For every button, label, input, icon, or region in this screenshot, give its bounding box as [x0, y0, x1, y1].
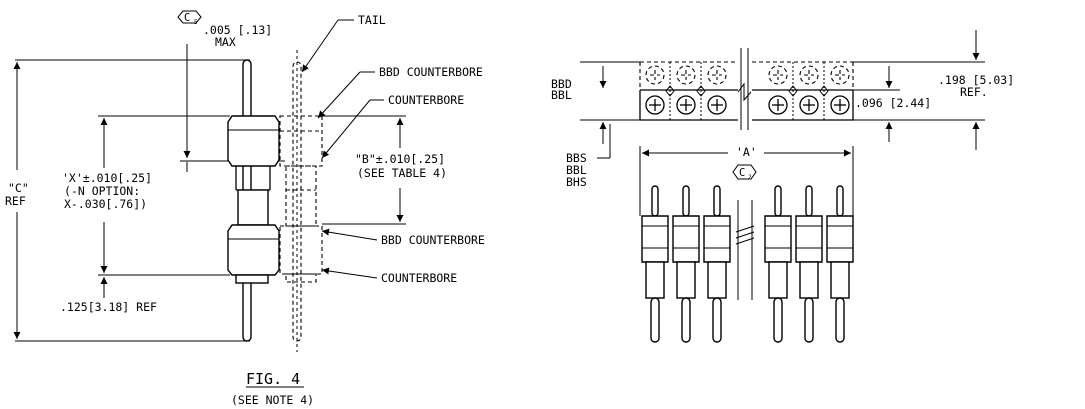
x-option-label: (-N OPTION: — [64, 184, 140, 198]
top-contact — [707, 65, 727, 115]
front-break-zigzag — [735, 225, 755, 245]
front-view-contacts — [641, 185, 854, 343]
tail-label: TAIL — [358, 13, 386, 27]
front-contact — [826, 185, 854, 343]
cb-bottom-leader — [321, 267, 378, 279]
c5-subscript: 5 — [194, 19, 198, 26]
c5-symbol-text: C — [184, 12, 190, 24]
bhs-label: BHS — [566, 175, 587, 189]
c-dim-label: "C" — [8, 181, 29, 195]
front-break-lines — [737, 200, 753, 300]
tail-leader — [301, 19, 339, 73]
counterbore-bottom-label: COUNTERBORE — [381, 271, 457, 285]
front-contact — [672, 185, 700, 343]
bbl-top-label: BBL — [551, 88, 572, 102]
top-contact — [830, 65, 850, 115]
front-contact — [764, 185, 792, 343]
c2-symbol: C 2 — [732, 164, 757, 181]
figure-note: (SEE NOTE 4) — [231, 393, 314, 407]
x-option-value: X-.030[.76]) — [64, 197, 147, 211]
bbd-counterbore-bottom-label: BBD COUNTERBORE — [381, 233, 485, 247]
cb-top-leader — [321, 99, 371, 159]
counterbore-top-label: COUNTERBORE — [388, 93, 464, 107]
figure-title: FIG. 4 — [246, 370, 300, 388]
bbd-cb-bottom-leader — [321, 228, 378, 241]
top-contact — [799, 62, 829, 120]
c2-symbol-text: C — [739, 167, 745, 179]
b-table-label: (SEE TABLE 4) — [357, 166, 447, 180]
tol-max-label: MAX — [215, 35, 236, 49]
top-view-contacts — [645, 62, 850, 120]
tol-value-label: .005 [.13] — [203, 23, 272, 37]
x-dim-label: 'X'±.010[.25] — [62, 171, 152, 185]
b-dim-label: "B"±.010[.25] — [355, 152, 445, 166]
dim198-label: .198 [5.03] — [938, 73, 1014, 87]
dim096-label: .096 [2.44] — [855, 96, 931, 110]
a-dim-label: 'A' — [736, 145, 757, 159]
c2-subscript: 2 — [748, 174, 752, 181]
solid-pin — [227, 59, 280, 342]
dim198-ref-label: REF. — [960, 85, 988, 99]
front-contact — [703, 185, 731, 343]
ref125-label: .125[3.18] REF — [60, 300, 157, 314]
bbl-bottom-label: BBL — [566, 163, 587, 177]
c5-symbol: C 5 — [177, 10, 202, 26]
bbd-cb-top-leader — [317, 71, 361, 119]
bbs-label: BBS — [566, 151, 587, 165]
right-views: BBD BBL .198 [5.03] REF. .096 [2.44] BBS… — [551, 30, 1014, 343]
front-contact — [795, 185, 823, 343]
dashed-pin — [279, 61, 323, 342]
top-contact — [676, 62, 706, 120]
c-ref-label: REF — [5, 194, 26, 208]
front-contact — [641, 185, 669, 343]
left-side-view: C 5 .005 [.13] MAX "C" REF 'X'±.010[.25]… — [5, 10, 485, 407]
top-contact — [645, 62, 675, 120]
bbd-counterbore-top-label: BBD COUNTERBORE — [379, 65, 483, 79]
bbd-label: BBD — [551, 77, 572, 91]
top-contact — [768, 62, 798, 120]
